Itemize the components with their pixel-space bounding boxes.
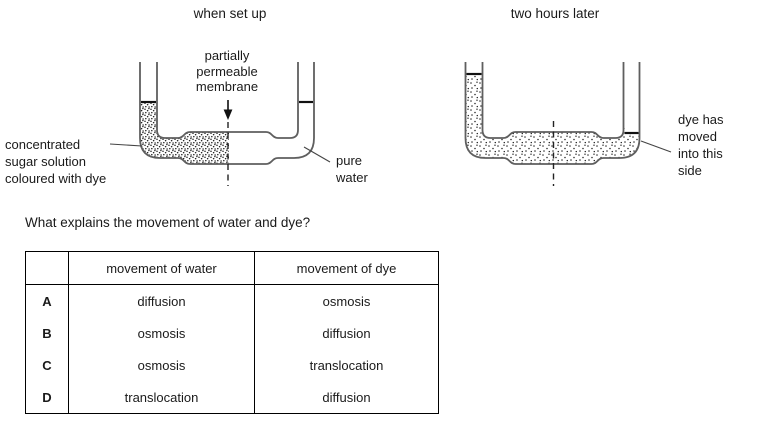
option-water-cell: osmosis xyxy=(68,349,255,381)
u-tube-initial xyxy=(109,62,331,186)
option-dye-cell: osmosis xyxy=(254,284,439,317)
option-letter: C xyxy=(25,349,69,381)
option-letter: A xyxy=(25,284,69,317)
option-dye-cell: diffusion xyxy=(254,317,439,349)
table-row: D translocation diffusion xyxy=(25,381,439,414)
option-dye-cell: diffusion xyxy=(254,381,439,414)
question-text: What explains the movement of water and … xyxy=(25,215,311,230)
header-blank xyxy=(25,251,69,285)
label-dye-has-moved: dye has moved into this side xyxy=(678,112,724,178)
header-movement-of-water: movement of water xyxy=(68,251,255,285)
u-tube-later xyxy=(464,62,641,186)
dye-pointer-line xyxy=(640,140,672,153)
table-header-row: movement of water movement of dye xyxy=(25,251,439,285)
water-pointer-line xyxy=(303,146,331,163)
option-water-cell: osmosis xyxy=(68,317,255,349)
answer-table: movement of water movement of dye A diff… xyxy=(25,251,439,414)
label-partially-permeable-membrane: partially permeable membrane xyxy=(195,48,259,94)
caption-two-hours-later: two hours later xyxy=(510,6,600,21)
dye-solution-fill xyxy=(465,73,640,164)
option-letter: B xyxy=(25,317,69,349)
label-concentrated-sugar-solution: concentrated sugar solution coloured wit… xyxy=(5,137,107,186)
table-row: A diffusion osmosis xyxy=(25,284,439,317)
option-letter: D xyxy=(25,381,69,414)
solution-pointer-line xyxy=(109,143,143,147)
header-movement-of-dye: movement of dye xyxy=(254,251,439,285)
dye-solution-fill xyxy=(140,101,229,164)
table-row: C osmosis translocation xyxy=(25,349,439,381)
caption-when-set-up: when set up xyxy=(193,6,267,21)
table-row: B osmosis diffusion xyxy=(25,317,439,349)
membrane-arrow-icon xyxy=(223,100,233,120)
option-water-cell: diffusion xyxy=(68,284,255,317)
option-water-cell: translocation xyxy=(68,381,255,414)
option-dye-cell: translocation xyxy=(254,349,439,381)
label-pure-water: pure water xyxy=(336,153,368,185)
